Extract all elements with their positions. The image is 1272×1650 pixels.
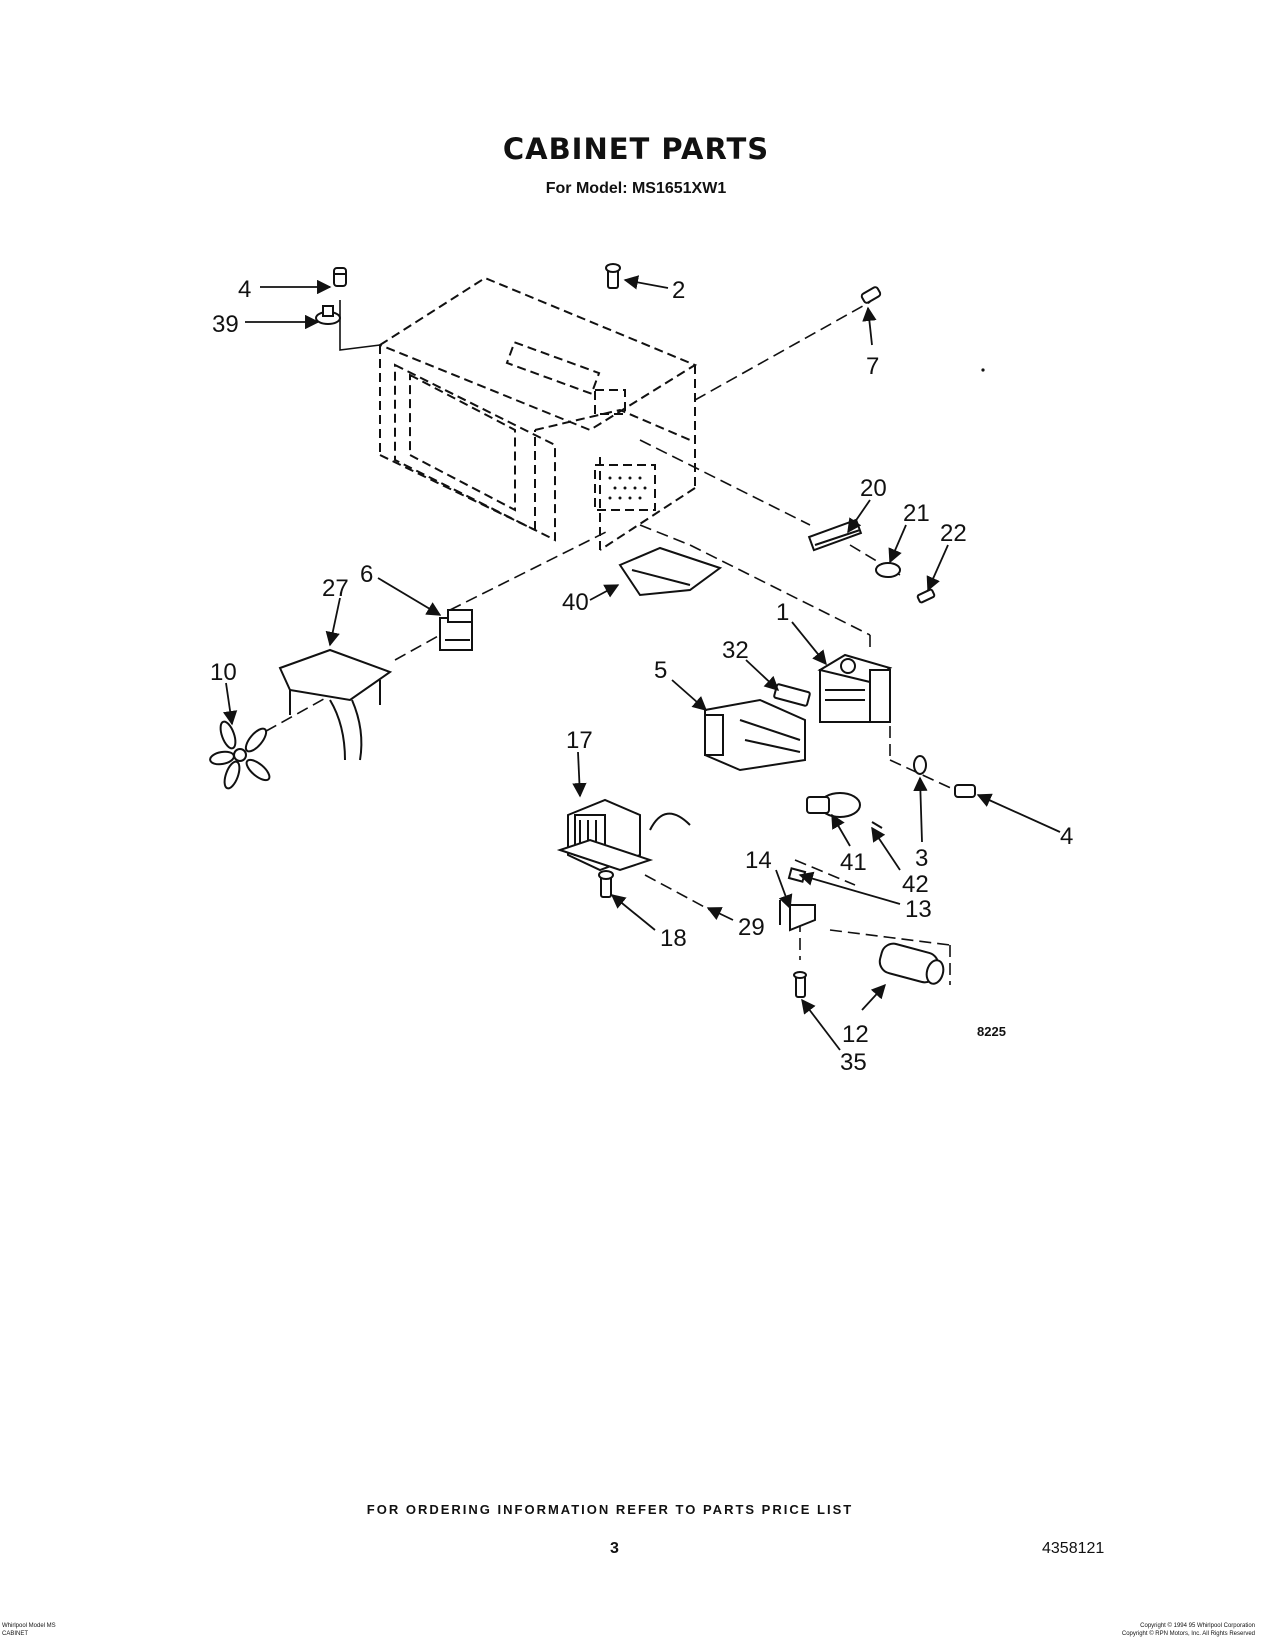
vent-grille (608, 476, 647, 500)
callout-6: 6 (360, 561, 373, 588)
callout-4: 4 (238, 276, 251, 303)
callout-18: 18 (660, 925, 687, 952)
footer-left-line2: CABINET (2, 1631, 29, 1637)
leader-4-39 (339, 300, 381, 351)
page-number: 3 (610, 1540, 619, 1557)
callout-17: 17 (566, 727, 593, 754)
screw-icon (605, 263, 621, 289)
callout-10: 10 (210, 659, 237, 686)
document-number: 4358121 (1042, 1540, 1105, 1557)
screw-icon (333, 267, 347, 287)
callout-7: 7 (866, 353, 879, 380)
callout-5: 5 (654, 657, 667, 684)
fan-motor-bracket-icon (278, 648, 393, 761)
screw-icon (916, 588, 936, 604)
footer-right-line1: Copyright © 1994 95 Whirlpool Corporatio… (1140, 1623, 1255, 1629)
callout-13: 13 (905, 896, 932, 923)
callout-35: 35 (840, 1049, 867, 1076)
footer-copyright: Copyright © 1994 95 Whirlpool Corporatio… (1010, 1622, 1255, 1638)
callout-29: 29 (738, 914, 765, 941)
callout-3: 3 (915, 845, 928, 872)
model-subtitle: For Model: MS1651XW1 (545, 180, 727, 197)
diagram-reference-code: 8225 (977, 1024, 1006, 1039)
assembly-lines (249, 301, 956, 985)
air-guide-icon (618, 546, 723, 597)
screw-icon (598, 870, 614, 898)
callout-14: 14 (745, 847, 772, 874)
callout-1: 1 (776, 599, 789, 626)
callout-40: 40 (562, 589, 589, 616)
screw-icon (793, 971, 807, 998)
callout-12: 12 (842, 1021, 869, 1048)
callout-42: 42 (902, 871, 929, 898)
callout-21: 21 (903, 500, 930, 527)
callout-32: 32 (722, 637, 749, 664)
screw-icon (913, 755, 976, 798)
ordering-note: FOR ORDERING INFORMATION REFER TO PARTS … (366, 1502, 854, 1517)
footer-model-info: Whirlpool Model MS CABINET (2, 1622, 56, 1638)
screw-icon (860, 286, 882, 304)
callout-27: 27 (322, 575, 349, 602)
fastener-icon (315, 305, 341, 325)
footer-left-line1: Whirlpool Model MS (2, 1623, 56, 1629)
thermal-cutout-icon (439, 609, 473, 651)
washer-icon (875, 562, 901, 578)
page-title: CABINET PARTS (502, 132, 770, 166)
fan-blade-icon (209, 720, 271, 790)
callout-4-right: 4 (1060, 823, 1073, 850)
footer-right-line2: Copyright © RPN Motors, Inc. All Rights … (1121, 1631, 1255, 1637)
callout-leaders (222, 275, 1061, 1051)
fuse-holder-icon (773, 683, 811, 707)
speck (981, 368, 985, 372)
transformer-icon (556, 798, 691, 872)
callout-39: 39 (212, 311, 239, 338)
callout-2: 2 (672, 277, 685, 304)
callout-22: 22 (940, 520, 967, 547)
cabinet-wrapper (377, 276, 698, 551)
diode-bracket-icon (704, 698, 806, 772)
callout-20: 20 (860, 475, 887, 502)
power-cord-icon (806, 792, 883, 829)
magnetron-icon (817, 653, 893, 723)
capacitor-icon (878, 942, 945, 985)
callout-41: 41 (840, 849, 867, 876)
